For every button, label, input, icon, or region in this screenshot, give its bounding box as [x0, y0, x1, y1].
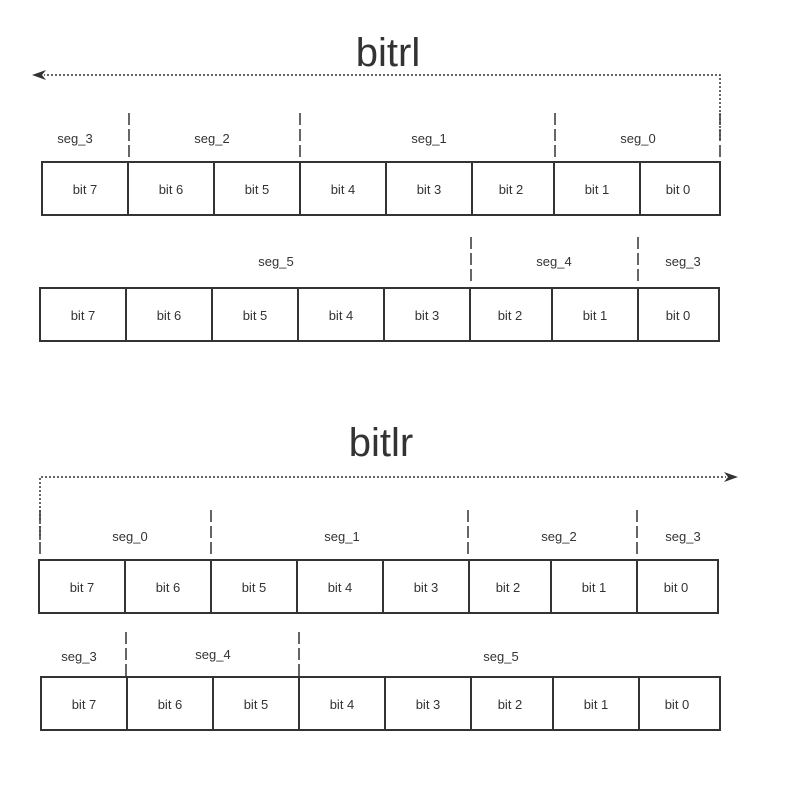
- bit-cell: [126, 676, 214, 731]
- bit-label: bit 5: [245, 182, 270, 197]
- bit-cell: [210, 559, 298, 614]
- bitrl-direction-arrow: [32, 70, 721, 140]
- bit-cell: [39, 287, 127, 342]
- bit-cell: [470, 676, 554, 731]
- segment-label: seg_0: [112, 529, 147, 544]
- bitlr-byte-a-bit-row: bit 7 bit 6 bit 5 bit 4 bit 3 bit 2 bit …: [38, 559, 719, 614]
- bit-cell: [639, 161, 721, 216]
- bit-cell: [468, 559, 552, 614]
- bit-cell: [298, 676, 386, 731]
- bit-cell: [383, 287, 471, 342]
- segment-label: seg_5: [483, 649, 518, 664]
- segment-label: seg_3: [665, 529, 700, 544]
- bit-label: bit 4: [329, 308, 354, 323]
- segment-label: seg_5: [258, 254, 293, 269]
- bit-label: bit 3: [417, 182, 442, 197]
- bit-cell: [41, 161, 129, 216]
- bit-label: bit 6: [159, 182, 184, 197]
- bit-label: bit 1: [582, 580, 607, 595]
- segment-label: seg_3: [665, 254, 700, 269]
- bit-label: bit 1: [585, 182, 610, 197]
- bit-label: bit 2: [498, 308, 523, 323]
- bit-label: bit 1: [583, 308, 608, 323]
- bit-label: bit 0: [665, 697, 690, 712]
- bitlr-title: bitlr: [349, 421, 413, 465]
- bitlr-byte-a-segment-row: seg_0 seg_1 seg_2 seg_3: [39, 510, 701, 556]
- bitrl-byte-a-segment-row: seg_3 seg_2 seg_1 seg_0: [57, 113, 721, 160]
- bit-label: bit 7: [71, 308, 96, 323]
- bitrl-byte-b-bit-row: bit 7 bit 6 bit 5 bit 4 bit 3 bit 2 bit …: [39, 287, 720, 342]
- bit-label: bit 6: [158, 697, 183, 712]
- bitlr-byte-b-bit-row: bit 7 bit 6 bit 5 bit 4 bit 3 bit 2 bit …: [40, 676, 721, 731]
- bitlr-byte-b-segment-row: seg_3 seg_4 seg_5: [61, 632, 519, 676]
- segment-label: seg_1: [324, 529, 359, 544]
- bit-label: bit 3: [415, 308, 440, 323]
- bit-cell: [382, 559, 470, 614]
- bit-cell: [211, 287, 299, 342]
- bit-cell: [38, 559, 126, 614]
- bit-label: bit 3: [416, 697, 441, 712]
- segment-label: seg_0: [620, 131, 655, 146]
- bit-cell: [471, 161, 555, 216]
- segment-label: seg_3: [61, 649, 96, 664]
- bit-label: bit 6: [157, 308, 182, 323]
- bit-label: bit 5: [242, 580, 267, 595]
- bit-label: bit 4: [330, 697, 355, 712]
- bit-label: bit 7: [70, 580, 95, 595]
- segment-label: seg_2: [194, 131, 229, 146]
- bit-label: bit 6: [156, 580, 181, 595]
- bit-cell: [125, 287, 213, 342]
- segment-label: seg_3: [57, 131, 92, 146]
- bit-label: bit 2: [499, 182, 524, 197]
- bitrl-title: bitrl: [356, 31, 420, 75]
- bit-label: bit 5: [244, 697, 269, 712]
- bit-cell: [296, 559, 384, 614]
- bitrl-byte-a-bit-row: bit 7 bit 6 bit 5 bit 4 bit 3 bit 2 bit …: [41, 161, 721, 216]
- bit-label: bit 4: [328, 580, 353, 595]
- bit-cell: [637, 287, 720, 342]
- bit-label: bit 5: [243, 308, 268, 323]
- bit-label: bit 0: [664, 580, 689, 595]
- segment-label: seg_4: [195, 647, 230, 662]
- bit-cell: [213, 161, 301, 216]
- bit-cell: [127, 161, 215, 216]
- bit-cell: [550, 559, 638, 614]
- bit-label: bit 0: [666, 182, 691, 197]
- bit-cell: [638, 676, 721, 731]
- bit-cell: [299, 161, 387, 216]
- bit-label: bit 2: [498, 697, 523, 712]
- segment-label: seg_2: [541, 529, 576, 544]
- bit-label: bit 4: [331, 182, 356, 197]
- segment-label: seg_4: [536, 254, 571, 269]
- bit-label: bit 2: [496, 580, 521, 595]
- bit-label: bit 7: [72, 697, 97, 712]
- bit-label: bit 3: [414, 580, 439, 595]
- bit-cell: [297, 287, 385, 342]
- bit-label: bit 7: [73, 182, 98, 197]
- bit-label: bit 0: [666, 308, 691, 323]
- bitrl-byte-b-segment-row: seg_5 seg_4 seg_3: [258, 237, 701, 284]
- bit-cell: [212, 676, 300, 731]
- bit-cell: [469, 287, 553, 342]
- bit-label: bit 1: [584, 697, 609, 712]
- bit-cell: [636, 559, 719, 614]
- segment-label: seg_1: [411, 131, 446, 146]
